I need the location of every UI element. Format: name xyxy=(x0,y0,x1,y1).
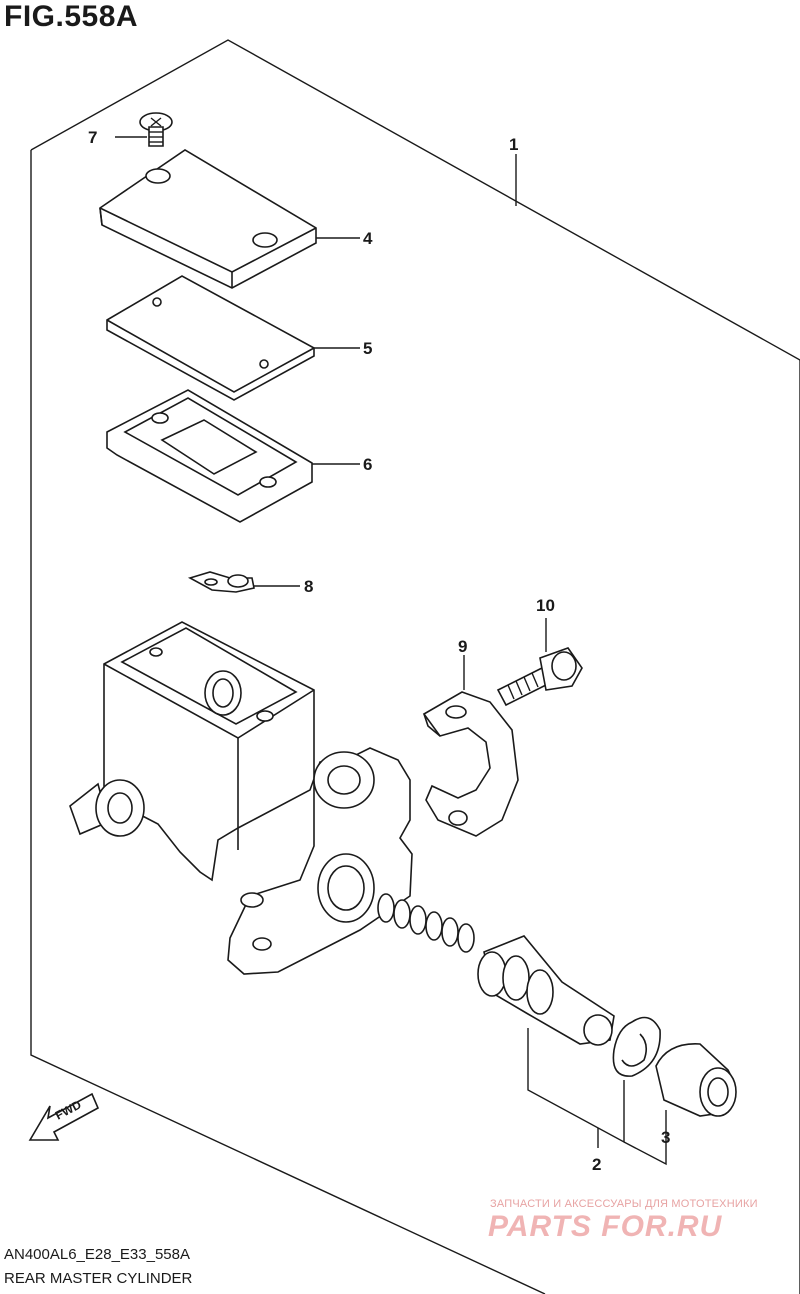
model-code: AN400AL6_E28_E33_558A xyxy=(4,1246,190,1263)
part-6-diaphragm[interactable] xyxy=(106,389,313,523)
kit-frame xyxy=(30,39,800,361)
figure-title: FIG.558A xyxy=(4,0,139,33)
part-8-clip[interactable] xyxy=(187,571,255,593)
callout-1: 1 xyxy=(509,135,518,154)
callout-8: 8 xyxy=(304,577,313,596)
callout-6: 6 xyxy=(363,455,372,474)
part-4-reservoir-cap[interactable] xyxy=(99,149,317,289)
part-5-plate[interactable] xyxy=(106,275,315,401)
watermark-logo: PARTS FOR.RU xyxy=(488,1210,723,1243)
watermark-tagline: ЗАПЧАСТИ И АКСЕССУАРЫ ДЛЯ МОТОТЕХНИКИ xyxy=(490,1198,758,1210)
part-9-clamp[interactable] xyxy=(422,691,519,837)
callout-7: 7 xyxy=(88,128,97,147)
callout-9: 9 xyxy=(458,637,467,656)
part-2-spring[interactable] xyxy=(377,893,475,953)
fwd-arrow-icon: FWD xyxy=(28,1092,100,1141)
callout-4: 4 xyxy=(363,229,373,248)
callout-2: 2 xyxy=(592,1155,601,1174)
figure-name: REAR MASTER CYLINDER xyxy=(4,1270,193,1287)
callout-10: 10 xyxy=(536,596,555,615)
part-2-piston[interactable] xyxy=(477,935,615,1046)
callout-5: 5 xyxy=(363,339,372,358)
part-10-bolt[interactable] xyxy=(496,647,583,707)
part-2-circlip[interactable] xyxy=(612,1016,661,1077)
part-3-boot[interactable] xyxy=(655,1043,737,1117)
part-7-screw[interactable] xyxy=(139,112,173,147)
master-cylinder-body[interactable] xyxy=(69,621,413,975)
callout-3: 3 xyxy=(661,1128,670,1147)
